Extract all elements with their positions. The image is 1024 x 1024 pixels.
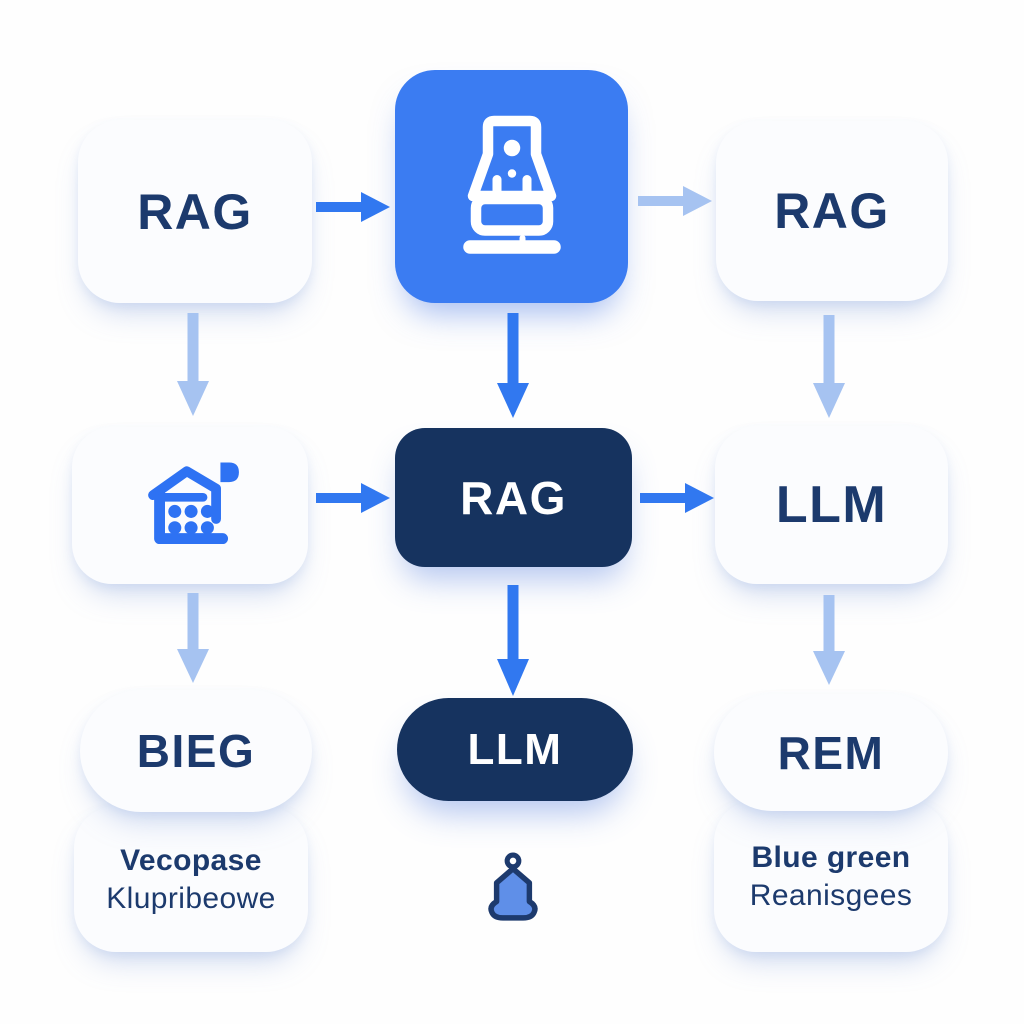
arrow-mid-left-down bbox=[174, 590, 212, 686]
arrow-top-left-to-center bbox=[312, 188, 392, 226]
caption-left: Vecopase Klupribeowe bbox=[74, 806, 308, 952]
node-top-right-rag: RAG bbox=[716, 121, 948, 301]
node-label: BIEG bbox=[136, 725, 256, 777]
arrow-top-left-down bbox=[174, 310, 212, 420]
node-label: RAG bbox=[774, 183, 890, 239]
node-bottom-right-rem: REM bbox=[714, 694, 948, 811]
node-label: LLM bbox=[467, 724, 563, 774]
node-label: RAG bbox=[137, 183, 253, 240]
node-label: RAG bbox=[460, 471, 567, 524]
node-label: REM bbox=[777, 726, 885, 779]
arrow-mid-right-down bbox=[810, 592, 848, 688]
caption-right: Blue green Reanisgees bbox=[714, 800, 948, 952]
arrow-top-center-to-right bbox=[634, 182, 714, 220]
arrow-top-center-down bbox=[494, 310, 532, 422]
node-mid-right-llm: LLM bbox=[715, 426, 948, 584]
bell-icon bbox=[474, 850, 552, 942]
node-top-left-rag: RAG bbox=[78, 120, 312, 303]
arrow-mid-left-to-center bbox=[312, 479, 392, 517]
node-label: LLM bbox=[775, 476, 888, 534]
node-top-center-machine bbox=[395, 70, 628, 303]
node-mid-left-warehouse bbox=[72, 427, 308, 584]
node-bottom-left-bieg: BIEG bbox=[80, 690, 312, 812]
caption-title: Blue green bbox=[751, 840, 911, 874]
node-mid-center-rag: RAG bbox=[395, 428, 632, 567]
warehouse-database-icon bbox=[135, 456, 245, 556]
arrow-mid-center-to-right bbox=[636, 479, 716, 517]
stamp-machine-icon bbox=[437, 107, 587, 267]
arrow-mid-center-down bbox=[494, 582, 532, 700]
arrow-top-right-down bbox=[810, 312, 848, 422]
caption-subtitle: Klupribeowe bbox=[106, 881, 276, 915]
caption-subtitle: Reanisgees bbox=[749, 878, 913, 912]
caption-title: Vecopase bbox=[120, 843, 262, 877]
node-bottom-center-llm: LLM bbox=[397, 698, 633, 801]
